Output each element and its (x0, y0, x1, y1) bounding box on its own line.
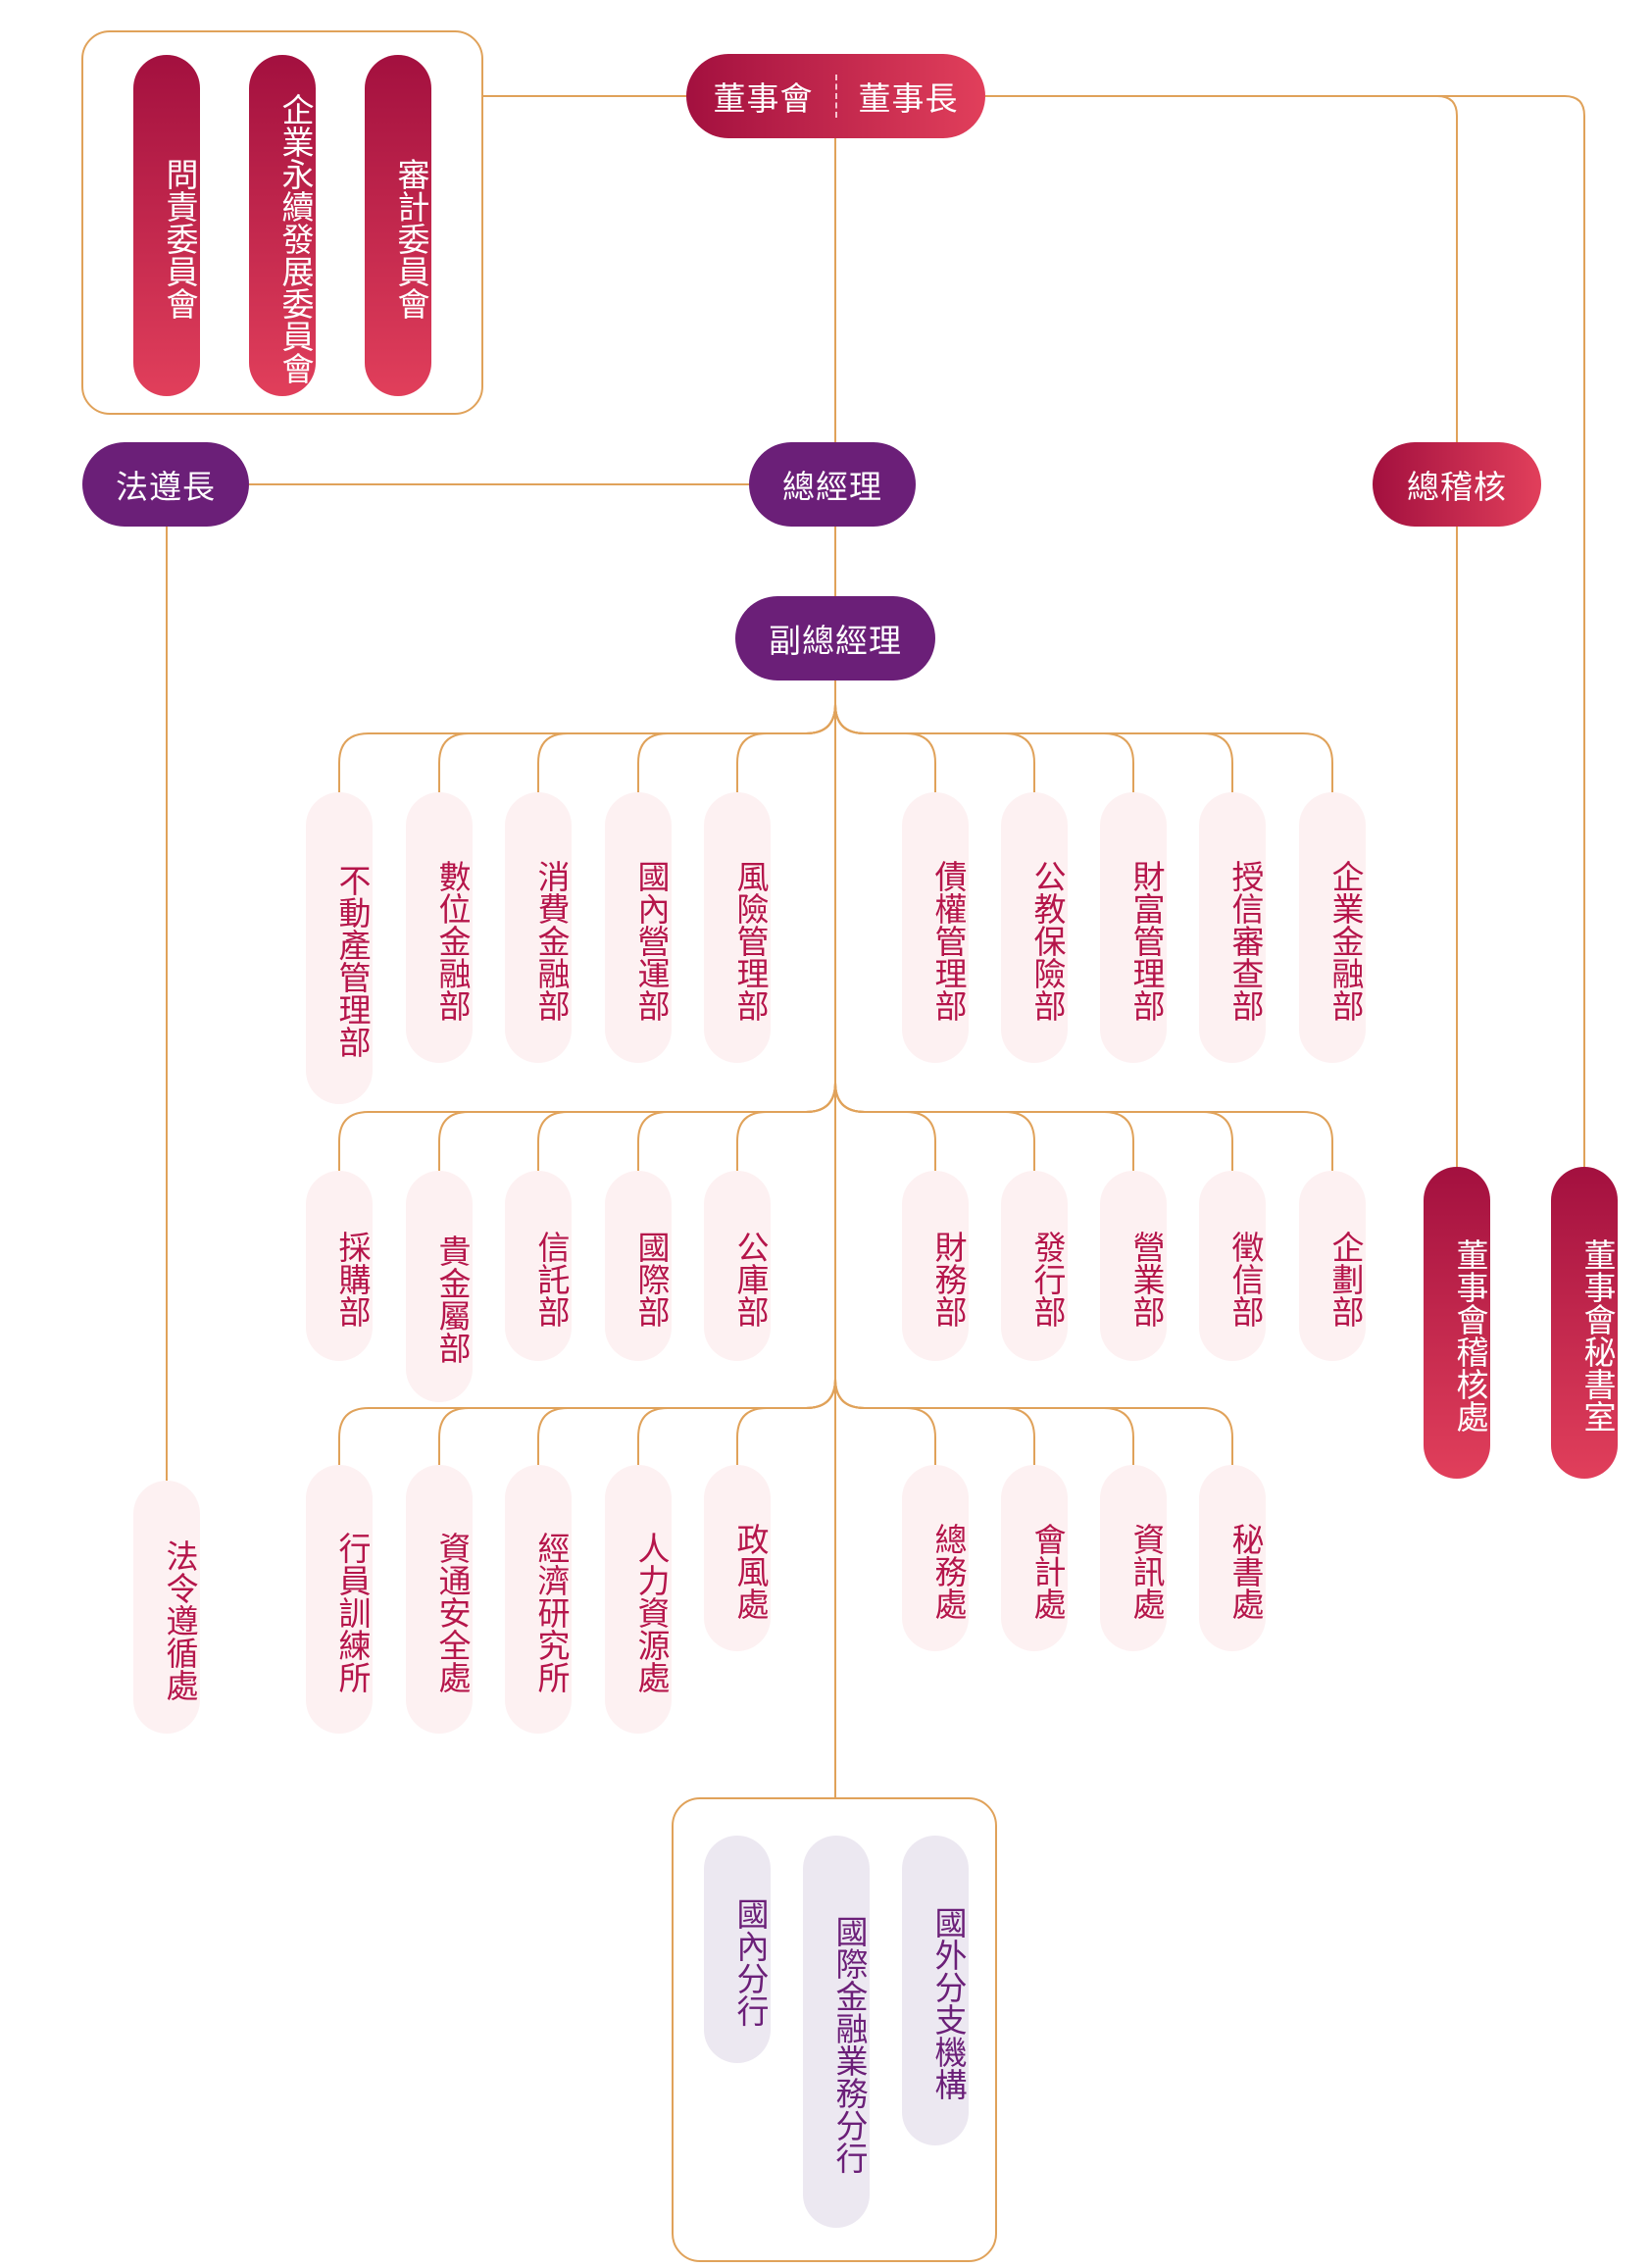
connector-row1-col1 (338, 703, 836, 792)
connector-row2-col1 (338, 1082, 836, 1171)
domestic-branches: 國內分行 (704, 1836, 771, 2063)
wealth-mgmt-dept: 財富管理部 (1100, 792, 1167, 1063)
connector-row1-col3 (537, 703, 836, 792)
chief-compliance-officer: 法遵長 (82, 442, 249, 527)
domestic-operations-dept: 國內營運部 (605, 792, 672, 1063)
chairman-label: 董事長 (858, 79, 959, 118)
issuance-dept: 發行部 (1001, 1171, 1068, 1361)
accounting-dept: 會計處 (1001, 1465, 1068, 1651)
accountability-committee: 問責委員會 (133, 55, 200, 396)
audit-committee: 審計委員會 (365, 55, 431, 396)
connector-row2-col3 (537, 1082, 836, 1171)
real-estate-mgmt-dept: 不動產管理部 (306, 792, 373, 1104)
finance-dept: 財務部 (902, 1171, 969, 1361)
corporate-banking-dept: 企業金融部 (1299, 792, 1366, 1063)
connector-row3-col5 (736, 1378, 836, 1465)
connector-row2-col6 (834, 1082, 936, 1171)
chief-auditor: 總稽核 (1373, 442, 1541, 527)
connector-row3-col6 (834, 1378, 936, 1465)
credit-investigation-dept: 徵信部 (1199, 1171, 1266, 1361)
board-audit-office: 董事會稽核處 (1424, 1167, 1490, 1479)
credit-recovery-dept: 債權管理部 (902, 792, 969, 1063)
civil-servant-insurance-dept: 公教保險部 (1001, 792, 1068, 1063)
connector-row1-col10 (834, 703, 1333, 792)
human-resources-dept: 人力資源處 (605, 1465, 672, 1734)
connector-row2-col5 (736, 1082, 836, 1171)
economic-research-institute: 經濟研究所 (505, 1465, 572, 1734)
precious-metals-dept: 貴金屬部 (406, 1171, 473, 1402)
connector-row1-col5 (736, 703, 836, 792)
connector-row1-col8 (834, 703, 1134, 792)
connector-row3-col3 (537, 1378, 836, 1465)
international-dept: 國際部 (605, 1171, 672, 1361)
legal-compliance-dept: 法令遵循處 (133, 1481, 200, 1734)
board-separator (834, 75, 837, 118)
treasury-depository-dept: 公庫部 (704, 1171, 771, 1361)
digital-banking-dept: 數位金融部 (406, 792, 473, 1063)
executive-vice-president: 副總經理 (735, 596, 935, 680)
business-dept: 營業部 (1100, 1171, 1167, 1361)
connector-row3-col8 (834, 1378, 1134, 1465)
secretariat-dept: 秘書處 (1199, 1465, 1266, 1651)
general-affairs-dept: 總務處 (902, 1465, 969, 1651)
sustainability-committee: 企業永續發展委員會 (249, 55, 316, 396)
risk-mgmt-dept: 風險管理部 (704, 792, 771, 1063)
staff-training-institute: 行員訓練所 (306, 1465, 373, 1734)
information-dept: 資訊處 (1100, 1465, 1167, 1651)
connector-row3-col1 (338, 1378, 836, 1465)
connector-row1-col6 (834, 703, 936, 792)
obu-branch: 國際金融業務分行 (803, 1836, 870, 2228)
credit-review-dept: 授信審查部 (1199, 792, 1266, 1063)
consumer-banking-dept: 消費金融部 (505, 792, 572, 1063)
board-secretariat: 董事會秘書室 (1551, 1167, 1618, 1479)
ethics-dept: 政風處 (704, 1465, 771, 1651)
cybersecurity-dept: 資通安全處 (406, 1465, 473, 1734)
procurement-dept: 採購部 (306, 1171, 373, 1361)
board-label: 董事會 (713, 79, 814, 118)
overseas-branches: 國外分支機構 (902, 1836, 969, 2145)
board-node: 董事會 董事長 (686, 54, 985, 138)
president: 總經理 (749, 442, 916, 527)
planning-dept: 企劃部 (1299, 1171, 1366, 1361)
connector-row2-col10 (834, 1082, 1333, 1171)
connector-row3-col9 (834, 1378, 1233, 1465)
connector-row2-col8 (834, 1082, 1134, 1171)
trust-dept: 信託部 (505, 1171, 572, 1361)
